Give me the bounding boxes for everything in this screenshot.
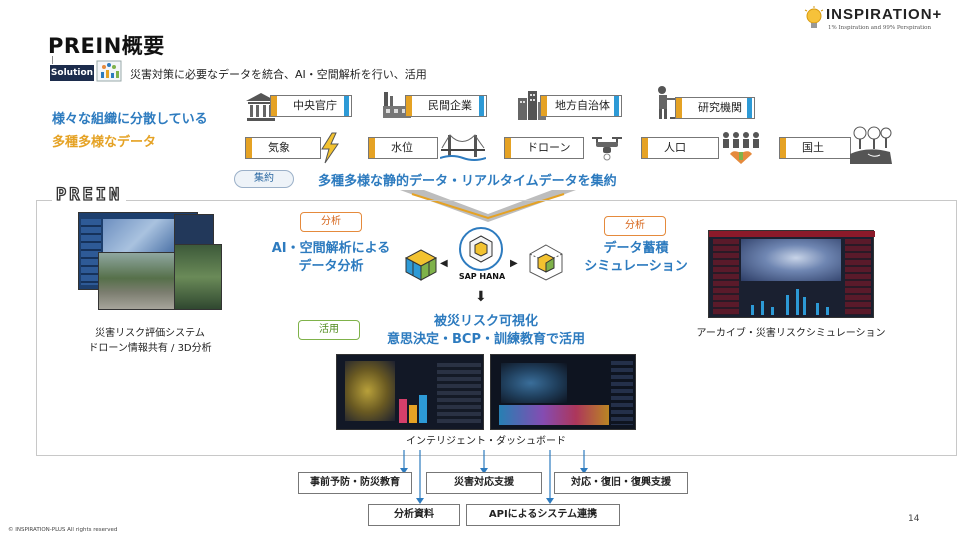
data-water-level: 水位	[368, 137, 438, 159]
org-label: 研究機関	[698, 101, 742, 114]
org-label: 中央官庁	[293, 99, 337, 112]
storage-text-2: シミュレーション	[584, 259, 688, 274]
use-badge: 活用	[298, 320, 360, 340]
risk-assessment-screenshots	[78, 212, 222, 322]
platform-frame	[36, 200, 957, 456]
org-local-government: 地方自治体	[540, 95, 622, 117]
logo-tagline: 1% Inspiration and 99% Perspiration	[828, 25, 932, 31]
rubiks-cube-icon	[404, 248, 438, 286]
aggregate-badge: 集約	[234, 170, 294, 188]
org-central-government: 中央官庁	[270, 95, 352, 117]
storage-text-1: データ蓄積	[603, 241, 669, 256]
dashboard-screenshot-1	[336, 354, 484, 430]
data-label: 国土	[802, 141, 824, 154]
tagline-distributed: 様々な組織に分散している	[52, 112, 208, 127]
logo-name: INSPIRATION+	[826, 6, 943, 23]
tagline-diverse-data: 多種多様なデータ	[52, 135, 157, 150]
use-prevention-education: 事前予防・防災教育	[298, 472, 412, 494]
factory-icon	[380, 88, 414, 122]
use-analysis-report: 分析資料	[368, 504, 460, 526]
use-text-1: 被災リスク可視化	[433, 314, 538, 329]
title-divider	[52, 56, 53, 64]
aggregate-text: 多種多様な静的データ・リアルタイムデータを集約	[318, 174, 617, 189]
solution-icon	[96, 60, 122, 82]
lightning-icon	[318, 132, 352, 166]
arrow-left-icon: ◀	[440, 258, 448, 269]
drone-photo	[98, 252, 178, 310]
dashboard-caption: インテリジェント・ダッシュボード	[406, 436, 566, 447]
use-disaster-response: 災害対応支援	[426, 472, 542, 494]
landscape-icon	[848, 124, 894, 168]
copyright: © INSPIRATION-PLUS All rights reserved	[8, 527, 118, 533]
solution-badge: Solution	[50, 65, 94, 81]
data-label: 水位	[391, 141, 413, 154]
bridge-icon	[439, 132, 487, 164]
left-caption-2: ドローン情報共有 / 3D分析	[88, 343, 212, 354]
org-label: 民間企業	[428, 99, 472, 112]
drone-icon	[590, 130, 624, 164]
right-caption: アーカイブ・災害リスクシミュレーション	[696, 328, 886, 339]
aggregate-arrow	[400, 190, 576, 222]
arrow-down-icon: ⬇	[475, 289, 487, 305]
use-recovery-support: 対応・復旧・復興支援	[554, 472, 688, 494]
analysis-text-2: データ分析	[298, 259, 364, 274]
org-research-institute: 研究機関	[675, 97, 755, 119]
data-cube-icon	[526, 242, 566, 286]
data-label: ドローン	[527, 141, 571, 154]
prein-logo: PREIN	[52, 184, 127, 206]
company-logo: INSPIRATION+ 1% Inspiration and 99% Pers…	[800, 4, 960, 38]
use-text-2: 意思決定・BCP・訓練教育で活用	[387, 332, 585, 347]
sap-hana-label: SAP HANA	[458, 272, 506, 281]
3d-map-screenshot	[174, 244, 222, 310]
org-private-company: 民間企業	[405, 95, 487, 117]
analysis-text-1: AI・空間解析による	[271, 241, 391, 256]
page-title: PREIN概要	[48, 34, 165, 58]
data-drone: ドローン	[504, 137, 584, 159]
left-caption-1: 災害リスク評価システム	[95, 328, 205, 339]
data-label: 人口	[664, 141, 686, 154]
data-label: 気象	[268, 141, 290, 154]
page-number: 14	[908, 514, 920, 524]
solution-text: 災害対策に必要なデータを統合、AI・空間解析を行い、活用	[130, 68, 427, 81]
analysis-badge: 分析	[300, 212, 362, 232]
population-icon	[720, 130, 762, 166]
org-label: 地方自治体	[555, 99, 610, 112]
storage-badge: 分析	[604, 216, 666, 236]
lightbulb-icon	[804, 6, 824, 36]
data-national-land: 国土	[779, 137, 851, 159]
data-weather: 気象	[245, 137, 321, 159]
data-population: 人口	[641, 137, 719, 159]
use-api-integration: APIによるシステム連携	[466, 504, 620, 526]
arrow-right-icon: ▶	[510, 258, 518, 269]
sap-hana-icon	[458, 226, 504, 276]
simulation-screenshot	[708, 230, 875, 318]
dashboard-screenshot-2	[490, 354, 636, 430]
